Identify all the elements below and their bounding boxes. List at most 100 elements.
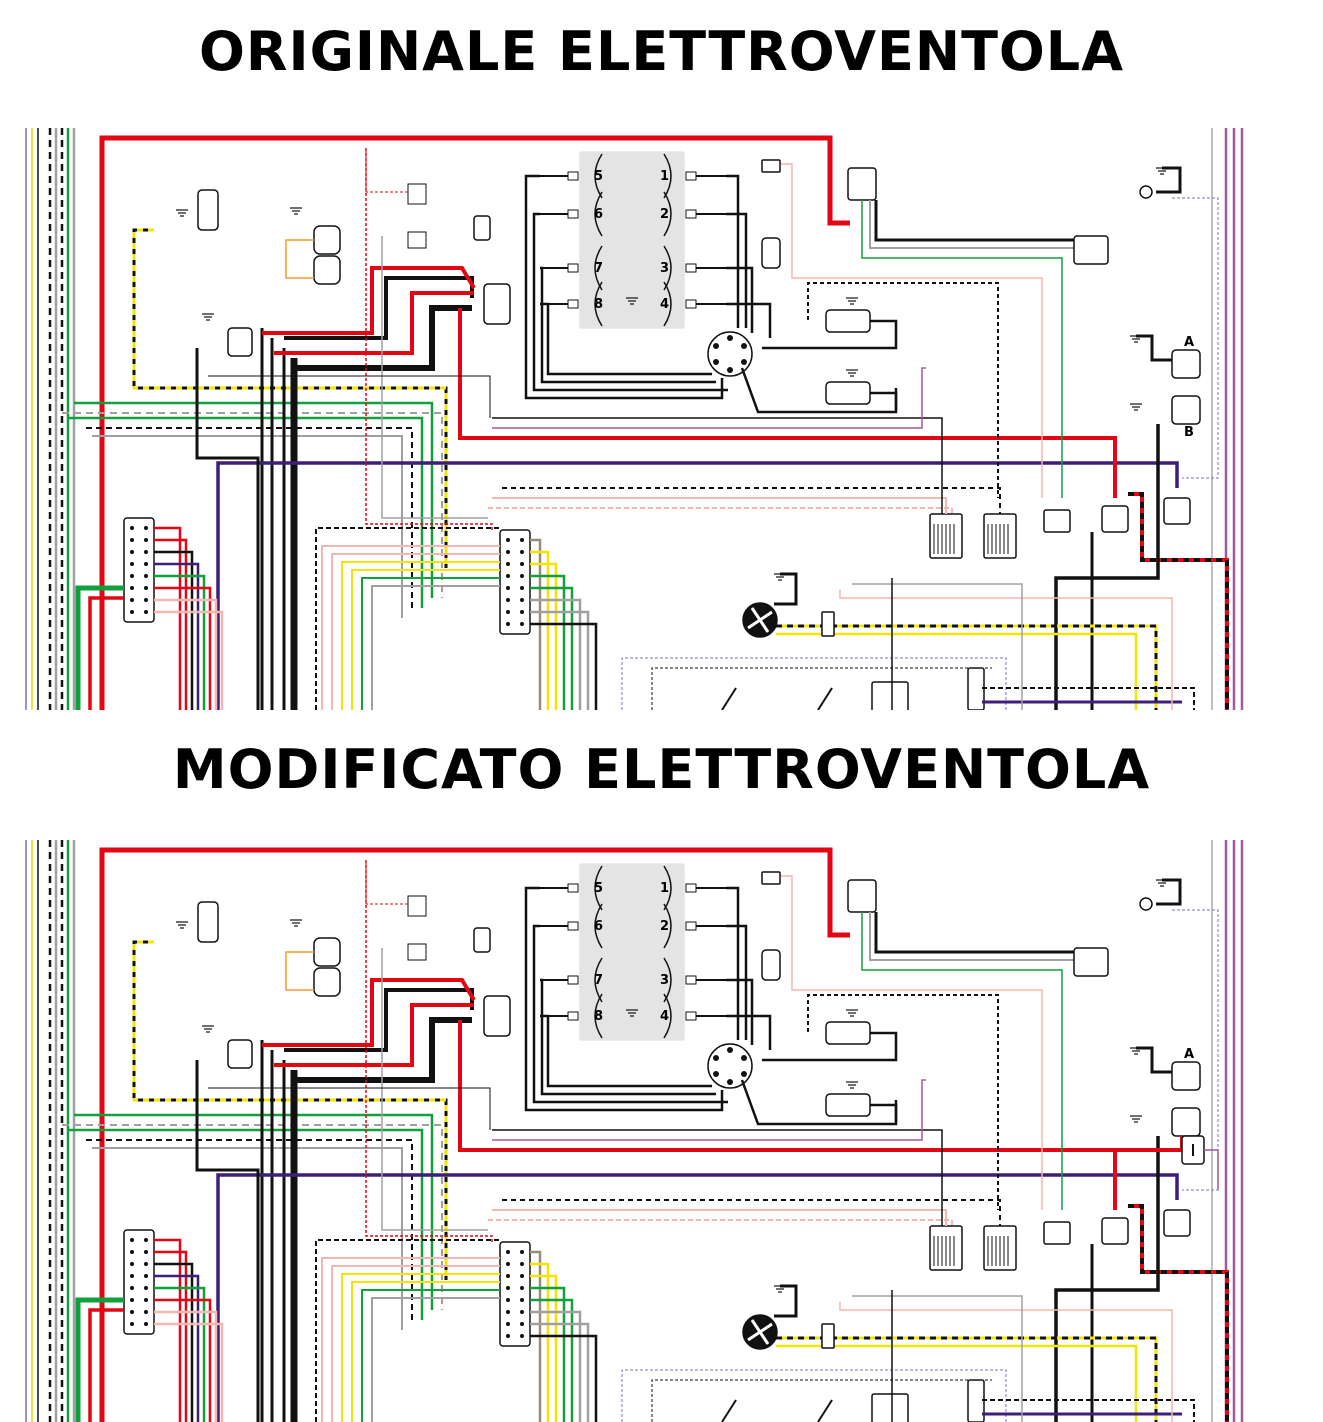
- spark-plug-left: [567, 299, 579, 309]
- wire-dashed: [502, 487, 1001, 514]
- distributor-terminal: [741, 343, 747, 349]
- wire-dashed: [315, 527, 500, 710]
- oil-pressure-sender: [761, 949, 781, 981]
- connector-pin: [506, 1274, 510, 1278]
- wire-black-ignition: [524, 886, 724, 1112]
- fuse-small: [761, 871, 781, 885]
- fan-relay-a: [1171, 1061, 1201, 1091]
- wire-black-dashed: [86, 1139, 413, 1320]
- wire-thin: [208, 1087, 491, 1130]
- left-connector: [123, 517, 155, 623]
- wire-yellow-fan: [776, 1344, 1138, 1422]
- wire-green-thin: [861, 912, 1063, 1210]
- wire-yellow-black-fan: [776, 1336, 1158, 1422]
- cylinder-number-left: 8: [594, 297, 603, 312]
- connector-wire: [530, 1274, 558, 1422]
- harness-wire: [321, 1257, 500, 1422]
- coil-ground-icon: [846, 297, 858, 305]
- spark-plug-right: [685, 263, 697, 273]
- spark-plug-left: [567, 171, 579, 181]
- distributor-terminal: [727, 367, 733, 373]
- wire-yellow-black: [132, 228, 448, 568]
- ignition-coil-1: [825, 309, 871, 333]
- connector-pin: [144, 562, 148, 566]
- wire-black: [740, 367, 898, 414]
- connector-wire: [530, 538, 542, 710]
- switch-contact: [721, 1399, 737, 1422]
- connector-pin: [144, 610, 148, 614]
- relay-label-b: B: [1184, 425, 1194, 440]
- spark-plug-right: [685, 1011, 697, 1021]
- connector-pin: [506, 598, 510, 602]
- spark-plug-right: [685, 975, 697, 985]
- ground-icon: [290, 919, 302, 927]
- sender-unit: [473, 927, 491, 953]
- fuse-holder: [1043, 1221, 1071, 1245]
- connector-pin: [130, 1262, 134, 1266]
- connector-pin: [520, 1298, 524, 1302]
- harness-wire: [351, 1281, 500, 1422]
- connector-pin: [506, 1286, 510, 1290]
- wire-red-dashed: [365, 148, 408, 193]
- cylinder-number-right: 1: [660, 169, 669, 184]
- connector-pin: [144, 574, 148, 578]
- relay-connector-top: [847, 167, 877, 201]
- wire-black: [1156, 166, 1182, 194]
- wire-grey: [92, 1147, 403, 1330]
- connector-wire: [530, 1286, 566, 1422]
- wire-black-ignition: [726, 302, 772, 338]
- switch-contact: [721, 687, 737, 710]
- wire-violet: [492, 1079, 926, 1141]
- ground-icon: [202, 313, 214, 321]
- connector-pin: [130, 598, 134, 602]
- connector-wire: [530, 598, 582, 710]
- cylinder-outline: [594, 993, 603, 1039]
- warning-light-1: [313, 225, 341, 255]
- wire-yellow-black-fan: [776, 624, 1158, 710]
- spark-plug-left: [567, 263, 579, 273]
- wire-red-modified: [1115, 1136, 1184, 1152]
- wire-grey-thin: [381, 236, 488, 519]
- temp-switch: [197, 189, 219, 231]
- connector-pin: [130, 574, 134, 578]
- wire-green-thick: [75, 585, 124, 710]
- ground-icon: [290, 207, 302, 215]
- cylinder-number-right: 2: [660, 207, 669, 222]
- temp-sensor-icon: [1139, 185, 1153, 199]
- wire-red-black: [1128, 492, 1229, 710]
- wire-dashed: [315, 1239, 500, 1422]
- ignition-switch: [483, 995, 511, 1037]
- cylinder-number-left: 6: [594, 919, 603, 934]
- wire-pink: [839, 1302, 1173, 1422]
- cylinder-outline: [594, 191, 603, 237]
- oil-switch-icon: [407, 183, 427, 205]
- wire-violet-modified: [1204, 1149, 1219, 1190]
- connector-wire: [154, 1322, 224, 1422]
- connector-pin: [520, 622, 524, 626]
- connector-pin: [506, 1250, 510, 1254]
- connector-pin: [506, 1322, 510, 1326]
- wire-green-thin: [861, 200, 1063, 498]
- wire-dashed: [982, 1399, 1195, 1422]
- wire-purple: [216, 461, 1179, 710]
- wire-grey-dashed: [62, 1124, 443, 1310]
- connector-pin: [520, 1286, 524, 1290]
- connector-wire: [530, 574, 566, 710]
- connector-wire: [154, 610, 224, 710]
- spark-plug-left: [567, 975, 579, 985]
- connector-pin: [506, 622, 510, 626]
- wire-black-ignition: [726, 924, 748, 1040]
- relay-label-a: A: [1184, 335, 1194, 350]
- wire-red: [262, 978, 476, 1047]
- fan-relay-a: [1171, 349, 1201, 379]
- left-connector: [123, 1229, 155, 1335]
- wire-black-thick: [294, 305, 472, 371]
- connector-pin: [144, 598, 148, 602]
- harness-wire: [341, 561, 500, 710]
- wire-black: [870, 1103, 898, 1122]
- wire-black: [774, 1284, 798, 1318]
- wire-green-thick: [75, 1297, 124, 1422]
- connector-pin: [520, 1274, 524, 1278]
